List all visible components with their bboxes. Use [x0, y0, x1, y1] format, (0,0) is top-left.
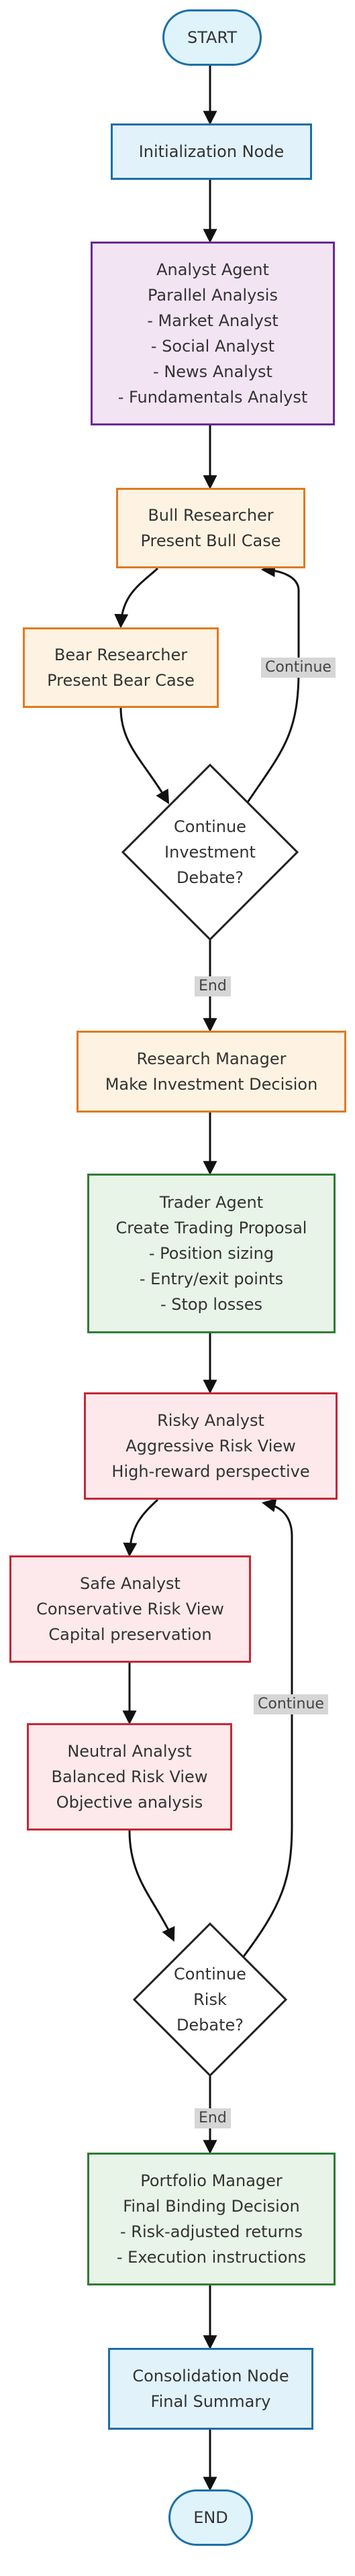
node-text-line: Risky Analyst	[157, 1411, 264, 1430]
node-text-line: Aggressive Risk View	[125, 1437, 296, 1455]
decision-text-line: Debate?	[176, 868, 244, 887]
edge-neutral-debate	[128, 1830, 175, 1942]
node-text-line: Consolidation Node	[132, 2367, 289, 2385]
edge-bear-debate	[119, 707, 170, 805]
node-text-line: - Risk-adjusted returns	[120, 2222, 303, 2241]
node-text-line: - News Analyst	[153, 362, 272, 381]
node-text-line: - Entry/exit points	[139, 1270, 284, 1288]
decision-text-line: Risk	[193, 1990, 227, 2009]
node-text-line: Analyst Agent	[156, 260, 269, 279]
end-label-investment: End	[195, 976, 231, 996]
edge-risky-safe	[123, 1498, 159, 1557]
node-text-line: - Position sizing	[148, 1244, 274, 1263]
initialization-node: Initialization Node	[111, 123, 312, 180]
node-text-line: Create Trading Proposal	[115, 1219, 307, 1237]
node-text-line: Objective analysis	[56, 1793, 203, 1812]
start-node: START	[162, 9, 262, 66]
node-text-line: - Stop losses	[160, 1295, 263, 1314]
node-text-line: - Execution instructions	[116, 2248, 307, 2267]
node-text-line: - Social Analyst	[150, 337, 275, 356]
node-text-line: Neutral Analyst	[67, 1742, 192, 1761]
investment-debate-diamond	[121, 763, 299, 941]
node-text-line: High-reward perspective	[111, 1462, 310, 1481]
node-text-line: END	[193, 2508, 228, 2527]
node-text-line: Portfolio Manager	[140, 2171, 283, 2190]
node-text-line: Safe Analyst	[80, 1574, 181, 1593]
node-text-line: START	[187, 28, 238, 47]
edge-debate-continue-risky	[242, 1498, 293, 1958]
node-text-line: Parallel Analysis	[148, 286, 278, 305]
node-text-line: Present Bear Case	[47, 671, 195, 690]
node-text-line: Final Binding Decision	[123, 2197, 300, 2216]
node-text-line: Capital preservation	[48, 1625, 212, 1644]
node-text-line: Final Summary	[150, 2392, 271, 2411]
end-node: END	[168, 2489, 253, 2546]
node-text-line: Research Manager	[136, 1049, 287, 1068]
node-text-line: Conservative Risk View	[36, 1600, 224, 1618]
decision-text-line: Debate?	[176, 2016, 244, 2034]
decision-text-line: Continue	[174, 817, 246, 836]
node-text-line: Bull Researcher	[148, 506, 274, 525]
node-text-line: Initialization Node	[138, 142, 285, 161]
continue-label-risk: Continue	[254, 1694, 328, 1714]
decision-text-line: Continue	[174, 1965, 246, 1983]
node-text-line: Bear Researcher	[54, 646, 188, 664]
risk-debate-diamond	[132, 1922, 288, 2077]
node-text-line: Trader Agent	[159, 1193, 264, 1212]
edge-debate-continue-bull	[246, 563, 300, 804]
node-text-line: - Market Analyst	[147, 311, 278, 330]
edge-bull-bear	[114, 567, 159, 629]
node-text-line: Balanced Risk View	[51, 1767, 208, 1786]
continue-label-investment: Continue	[261, 658, 336, 678]
end-label-risk: End	[195, 2108, 231, 2128]
node-text-line: Make Investment Decision	[105, 1075, 318, 1094]
decision-text-line: Investment	[164, 843, 256, 862]
node-text-line: - Fundamentals Analyst	[117, 388, 308, 407]
node-text-line: Present Bull Case	[140, 531, 281, 550]
